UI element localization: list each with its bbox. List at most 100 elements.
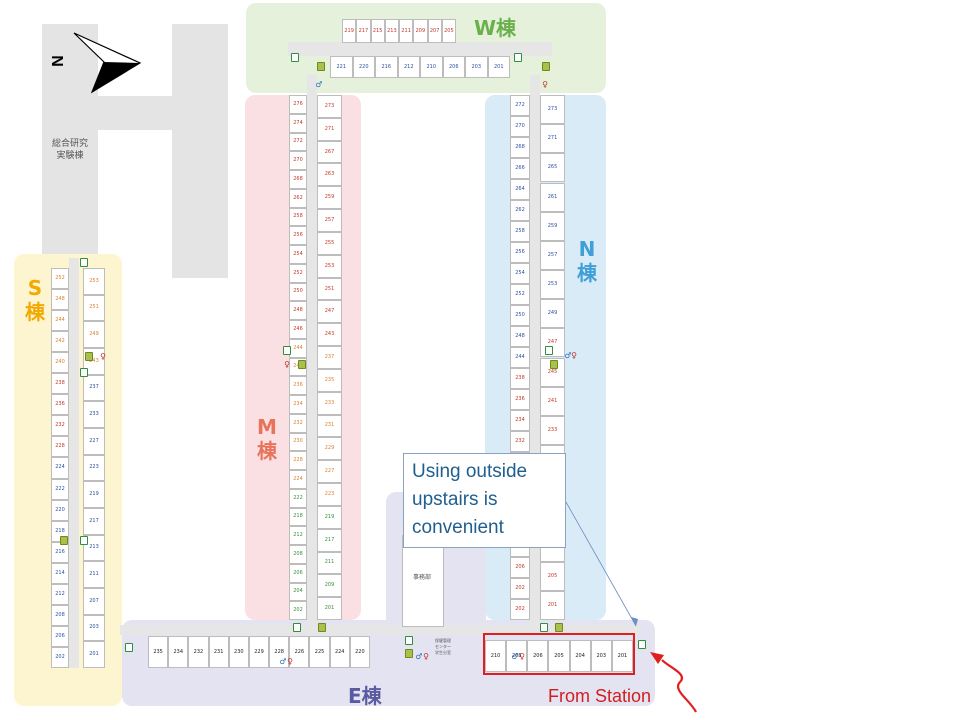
room-n-east-cell: 201 — [540, 590, 565, 620]
restroom-icon: ♀ — [100, 352, 106, 361]
room-n-west-cell: 202 — [510, 578, 530, 599]
exit-icon — [514, 53, 522, 62]
room-n-east-cell: 265 — [540, 153, 565, 183]
room-s-east-cell: 203 — [83, 614, 105, 642]
room-e-station-cell: 208 — [506, 640, 528, 672]
room-s-west-cell: 232 — [51, 415, 69, 437]
research-building-label: 総合研究 実験棟 — [51, 139, 88, 161]
room-s-west-cell: 208 — [51, 604, 69, 626]
restroom-icon: ♀ — [519, 652, 525, 661]
room-s-east-cell: 201 — [83, 641, 105, 668]
room-n-west-cell: 270 — [510, 116, 530, 137]
restroom-icon: ♀ — [423, 652, 429, 661]
room-e-main-cell: 234 — [168, 636, 189, 668]
room-m-west-cell: 204 — [289, 582, 307, 602]
room-m-east-cell: 233 — [317, 391, 342, 415]
room-n-east-cell: 271 — [540, 124, 565, 154]
room-s-west-cell: 238 — [51, 373, 69, 395]
room-e-main-cell: 225 — [309, 636, 330, 668]
e-wing-corridor — [120, 625, 640, 635]
room-m-east-cell: 211 — [317, 551, 342, 575]
room-m-east-cell: 217 — [317, 528, 342, 552]
room-w-south-cell: 216 — [375, 56, 398, 78]
room-n-west-cell: 248 — [510, 326, 530, 347]
room-n-west-cell: 272 — [510, 95, 530, 116]
room-w-north-cell: 209 — [413, 19, 428, 43]
room-m-east-cell: 251 — [317, 277, 342, 301]
room-n-west-cell: 244 — [510, 347, 530, 368]
office-block — [402, 535, 444, 627]
callout-pointer-line — [565, 501, 637, 627]
room-m-west-cell: 230 — [289, 432, 307, 452]
room-s-east-cell: 227 — [83, 428, 105, 455]
room-n-east-cell: 249 — [540, 299, 565, 329]
restroom-icon: ♀ — [284, 360, 290, 369]
room-n-west-cell: 238 — [510, 368, 530, 389]
s-wing-label: S棟 — [25, 276, 45, 324]
room-w-south-cell: 210 — [420, 56, 443, 78]
room-n-west-cell: 256 — [510, 242, 530, 263]
room-s-west-cell: 212 — [51, 583, 69, 605]
from-station-label: From Station — [548, 686, 652, 706]
room-s-west-cell: 206 — [51, 625, 69, 647]
restroom-icon: ♂ — [511, 652, 519, 661]
w-wing-label: W棟 — [474, 16, 517, 40]
room-m-east-cell: 229 — [317, 437, 342, 461]
callout-pointer-arrowhead — [631, 617, 638, 626]
room-m-west-cell: 256 — [289, 226, 307, 245]
room-e-main-cell: 232 — [188, 636, 209, 668]
room-w-south-cell: 206 — [442, 56, 465, 78]
room-s-west-cell: 228 — [51, 436, 69, 458]
room-m-west-cell: 202 — [289, 601, 307, 620]
room-e-main-cell: 228 — [269, 636, 290, 668]
w-wing-corridor — [288, 42, 552, 56]
exit-icon — [80, 368, 88, 377]
room-s-west-cell: 214 — [51, 562, 69, 584]
room-n-east-cell: 257 — [540, 240, 565, 270]
restroom-icon: ♂ — [279, 657, 287, 666]
room-m-east-cell: 227 — [317, 460, 342, 484]
room-m-east-cell: 257 — [317, 209, 342, 232]
room-n-west-cell: 234 — [510, 410, 530, 431]
room-m-west-cell: 254 — [289, 245, 307, 264]
room-m-west-cell: 228 — [289, 451, 307, 470]
room-w-south-cell: 221 — [330, 56, 353, 78]
elevator-icon — [317, 62, 325, 71]
room-s-west-cell: 236 — [51, 394, 69, 416]
exit-icon — [293, 623, 301, 632]
from-station-arrow — [661, 659, 697, 713]
room-w-north-cell: 217 — [356, 19, 371, 43]
room-w-north-cell: 215 — [370, 19, 385, 43]
room-m-east-cell: 223 — [317, 483, 342, 506]
n-wing-label: N棟 — [577, 237, 597, 285]
room-s-west-cell: 240 — [51, 352, 69, 374]
room-s-west-cell: 242 — [51, 331, 69, 353]
room-m-east-cell: 247 — [317, 300, 342, 324]
north-arrow-icon — [73, 32, 142, 94]
room-m-west-cell: 268 — [289, 170, 307, 189]
room-m-east-cell: 273 — [317, 95, 342, 118]
elevator-icon — [542, 62, 550, 71]
room-s-east-cell: 249 — [83, 321, 105, 348]
room-m-west-cell: 262 — [289, 188, 307, 208]
room-s-east-cell: 207 — [83, 588, 105, 615]
room-s-east-cell: 233 — [83, 401, 105, 428]
room-m-west-cell: 208 — [289, 545, 307, 564]
restroom-icon: ♀ — [571, 351, 577, 360]
room-s-east-cell: 213 — [83, 534, 105, 562]
room-n-east-cell: 273 — [540, 95, 565, 125]
research-building-right — [172, 24, 228, 278]
elevator-icon — [318, 623, 326, 632]
e-wing-label: E棟 — [348, 684, 382, 708]
m-wing-label: M棟 — [257, 415, 277, 463]
exit-icon — [80, 536, 88, 545]
room-m-east-cell: 219 — [317, 505, 342, 529]
room-n-west-cell: 266 — [510, 158, 530, 179]
room-n-east-cell: 245 — [540, 357, 565, 387]
room-s-east-cell: 253 — [83, 268, 105, 295]
room-m-west-cell: 244 — [289, 338, 307, 358]
room-n-west-cell: 264 — [510, 179, 530, 200]
exit-icon — [125, 643, 133, 652]
exit-icon — [291, 53, 299, 62]
